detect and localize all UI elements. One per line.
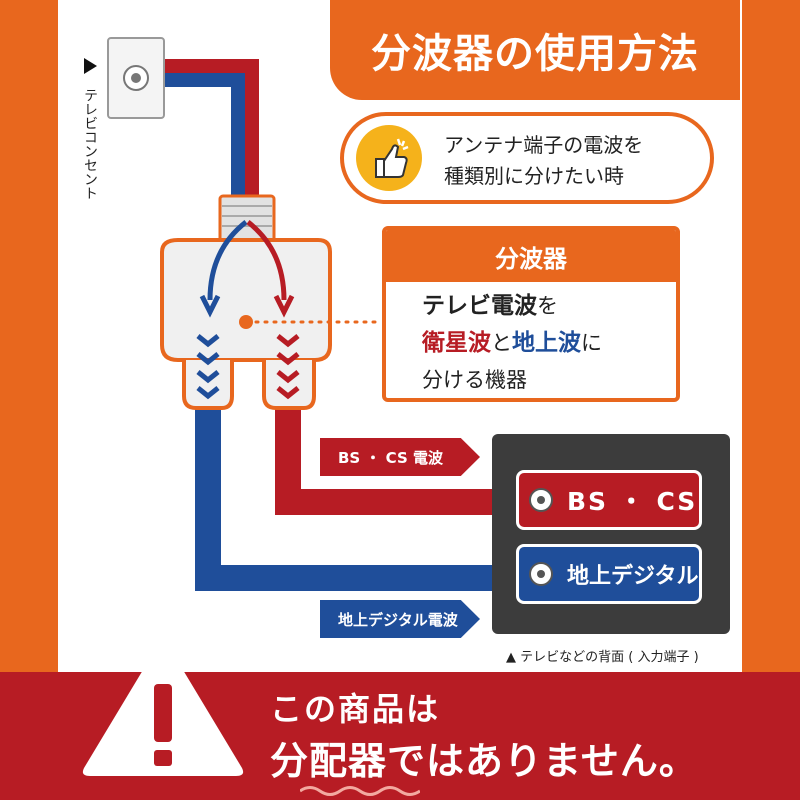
terrestrial-wave-text: 地上波 [512, 330, 581, 356]
splitter-info-body: テレビ電波を 衛星波と地上波に 分ける機器 [386, 282, 676, 398]
bs-cs-signal-tag: BS ・ CS 電波 [320, 438, 480, 476]
splitter-device [160, 194, 332, 410]
wave-decoration [300, 786, 420, 796]
usage-text: アンテナ端子の電波を 種類別に分けたい時 [444, 130, 643, 192]
title-banner: 分波器の使用方法 [330, 0, 740, 100]
terrestrial-port: 地上デジタル [516, 544, 702, 604]
bs-cs-port: BS ・ CS [516, 470, 702, 530]
usage-line-1: アンテナ端子の電波を [444, 133, 644, 157]
bs-cs-port-label: BS ・ CS [567, 487, 698, 516]
tv-back-panel [492, 434, 730, 634]
terrestrial-signal-tag: 地上デジタル電波 [320, 600, 480, 638]
particle-text: に [581, 331, 602, 355]
arrow-down-icon [273, 294, 295, 318]
bs-cs-cable [275, 400, 522, 515]
thumbs-up-icon [356, 125, 422, 191]
tv-outlet [107, 37, 165, 119]
usage-pill: アンテナ端子の電波を 種類別に分けたい時 [340, 112, 714, 204]
notice-line-2: 分配器ではありません。 [270, 739, 698, 783]
terrestrial-cable [195, 400, 522, 591]
splitter-info-heading: 分波器 [386, 230, 676, 282]
page-title: 分波器の使用方法 [371, 31, 699, 77]
frame-right [742, 0, 800, 800]
triangle-marker-icon [84, 58, 97, 74]
outlet-cable-blue [165, 73, 245, 210]
arrow-down-icon [199, 294, 221, 318]
frame-left [0, 0, 58, 800]
warning-icon [82, 648, 244, 776]
chevron-down-icon [276, 334, 300, 400]
particle-text: と [491, 331, 512, 355]
chevron-down-icon [196, 334, 220, 400]
coax-jack-icon [529, 562, 553, 586]
particle-text: を [537, 294, 558, 318]
tv-caption: ▲ テレビなどの背面 ( 入力端子 ) [506, 650, 699, 665]
coax-jack-icon [529, 488, 553, 512]
outlet-label: テレビコンセント [82, 88, 98, 200]
usage-line-2: 種類別に分けたい時 [444, 164, 624, 188]
outlet-cable-red [165, 59, 259, 210]
notice-line-1: この商品は [270, 690, 441, 728]
tv-signal-text: テレビ電波 [422, 293, 537, 319]
device-description: 分ける機器 [422, 368, 527, 392]
satellite-wave-text: 衛星波 [422, 330, 491, 356]
terrestrial-port-label: 地上デジタル [567, 564, 699, 589]
splitter-info-box: 分波器 テレビ電波を 衛星波と地上波に 分ける機器 [382, 226, 680, 402]
